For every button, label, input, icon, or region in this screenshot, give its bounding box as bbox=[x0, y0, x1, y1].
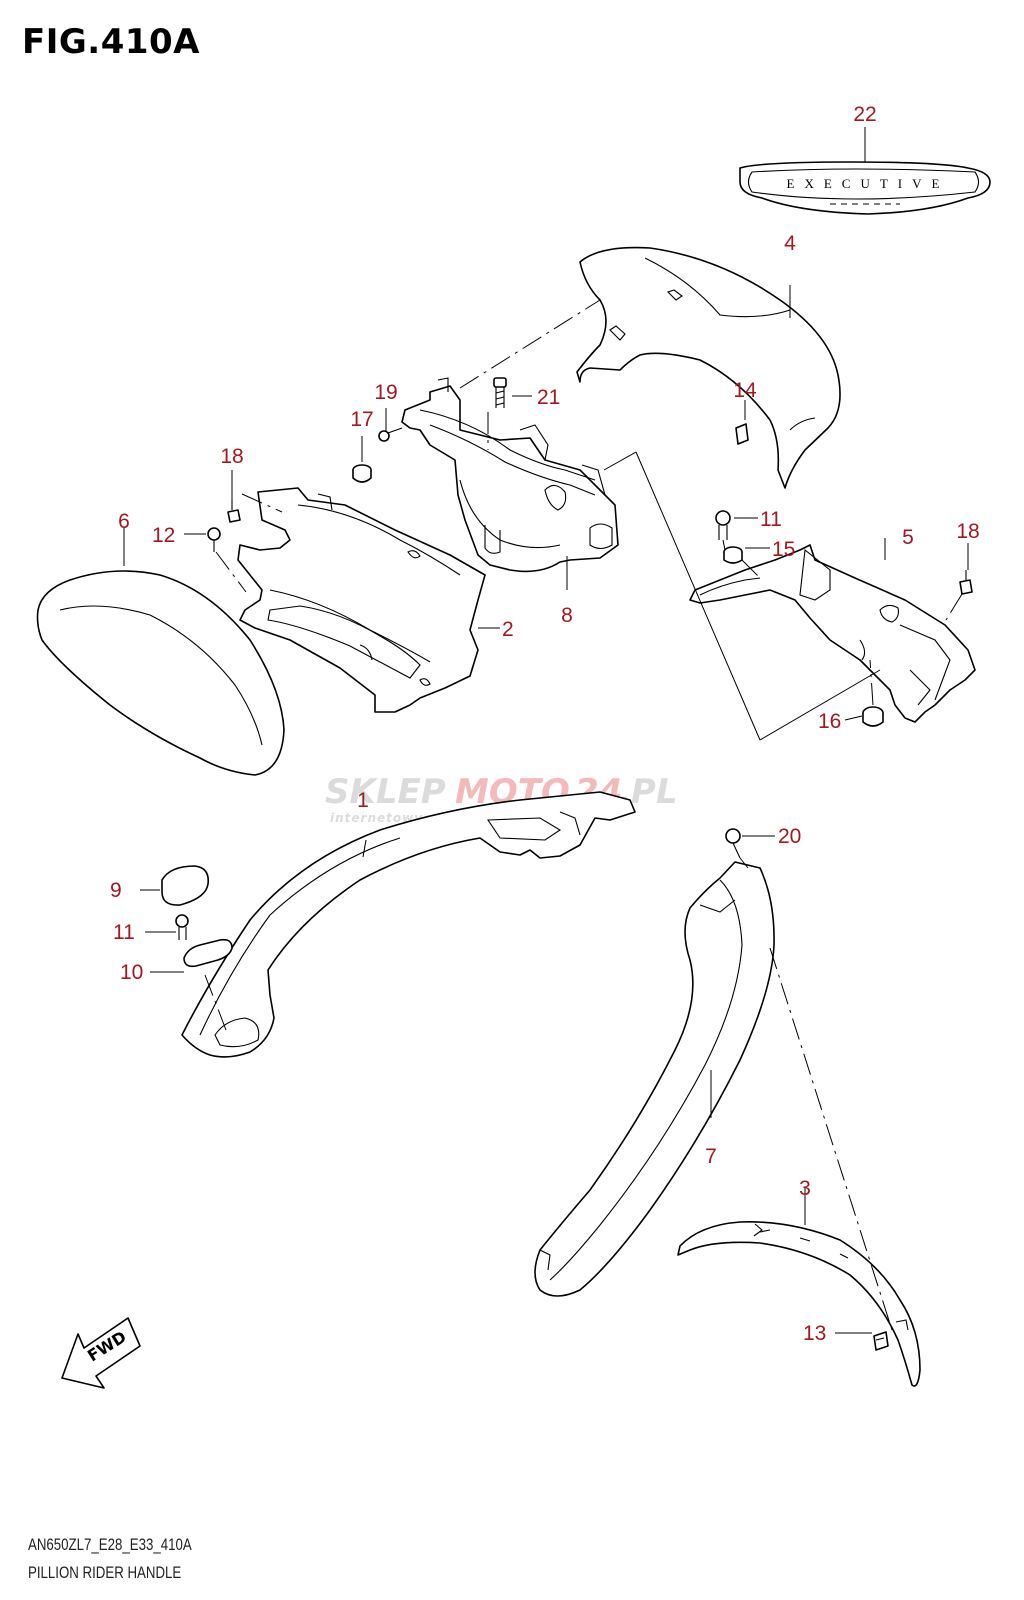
callout-11-lower: 11 bbox=[113, 921, 135, 944]
callout-5: 5 bbox=[902, 526, 914, 549]
callout-14: 14 bbox=[733, 379, 757, 402]
part-22-emblem: EXECUTIVE bbox=[739, 161, 991, 215]
part-8-bracket bbox=[401, 377, 619, 573]
callout-22: 22 bbox=[853, 103, 876, 126]
callout-4: 4 bbox=[784, 232, 796, 255]
part-7-right-handle bbox=[534, 861, 775, 1297]
callout-17: 17 bbox=[350, 408, 373, 431]
callout-20: 20 bbox=[778, 825, 801, 848]
leader-lines bbox=[140, 285, 969, 1334]
callout-7: 7 bbox=[705, 1145, 717, 1168]
part-2-tray bbox=[237, 487, 486, 713]
callout-1: 1 bbox=[357, 789, 369, 812]
emblem-text: EXECUTIVE bbox=[787, 176, 950, 191]
callout-6: 6 bbox=[118, 510, 130, 533]
callout-18-left: 18 bbox=[220, 445, 243, 468]
callout-18-right: 18 bbox=[956, 520, 979, 543]
assembly-lines bbox=[204, 299, 963, 1331]
hardware bbox=[161, 377, 973, 1351]
figure-name: PILLION RIDER HANDLE bbox=[28, 1563, 182, 1582]
callout-16: 16 bbox=[818, 710, 841, 733]
part-4-rear-cover bbox=[576, 246, 841, 489]
callouts: 22 4 14 19 21 17 18 11 6 12 5 18 15 8 2 … bbox=[110, 103, 980, 1345]
callout-3: 3 bbox=[799, 1177, 811, 1200]
callout-10: 10 bbox=[120, 961, 143, 984]
callout-12: 12 bbox=[152, 524, 175, 547]
part-3-trim-strip bbox=[677, 1221, 921, 1387]
part-6-pad bbox=[36, 570, 285, 776]
callout-19: 19 bbox=[374, 381, 397, 404]
callout-8: 8 bbox=[561, 604, 573, 627]
callout-13: 13 bbox=[803, 1322, 826, 1345]
fwd-arrow: FWD bbox=[61, 1317, 141, 1389]
figure-code: AN650ZL7_E28_E33_410A bbox=[28, 1535, 192, 1554]
watermark-brand-a: SKLEP bbox=[325, 772, 446, 812]
callout-2: 2 bbox=[502, 618, 514, 641]
callout-15: 15 bbox=[772, 538, 795, 561]
callout-9: 9 bbox=[110, 879, 122, 902]
part-5-side-cover bbox=[689, 544, 976, 723]
callout-11-upper: 11 bbox=[760, 508, 782, 531]
figure-title: FIG.410A bbox=[22, 22, 200, 62]
part-1-left-handle bbox=[181, 791, 636, 1058]
callout-21: 21 bbox=[537, 386, 560, 409]
